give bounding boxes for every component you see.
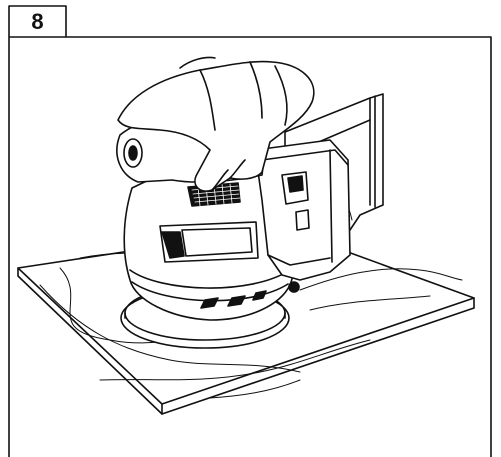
battery-pack-illustration <box>254 139 351 293</box>
figure-number: 8 <box>31 8 44 34</box>
sander-body-illustration <box>123 159 296 321</box>
frame-border <box>8 5 492 457</box>
hand-illustration <box>117 56 315 192</box>
